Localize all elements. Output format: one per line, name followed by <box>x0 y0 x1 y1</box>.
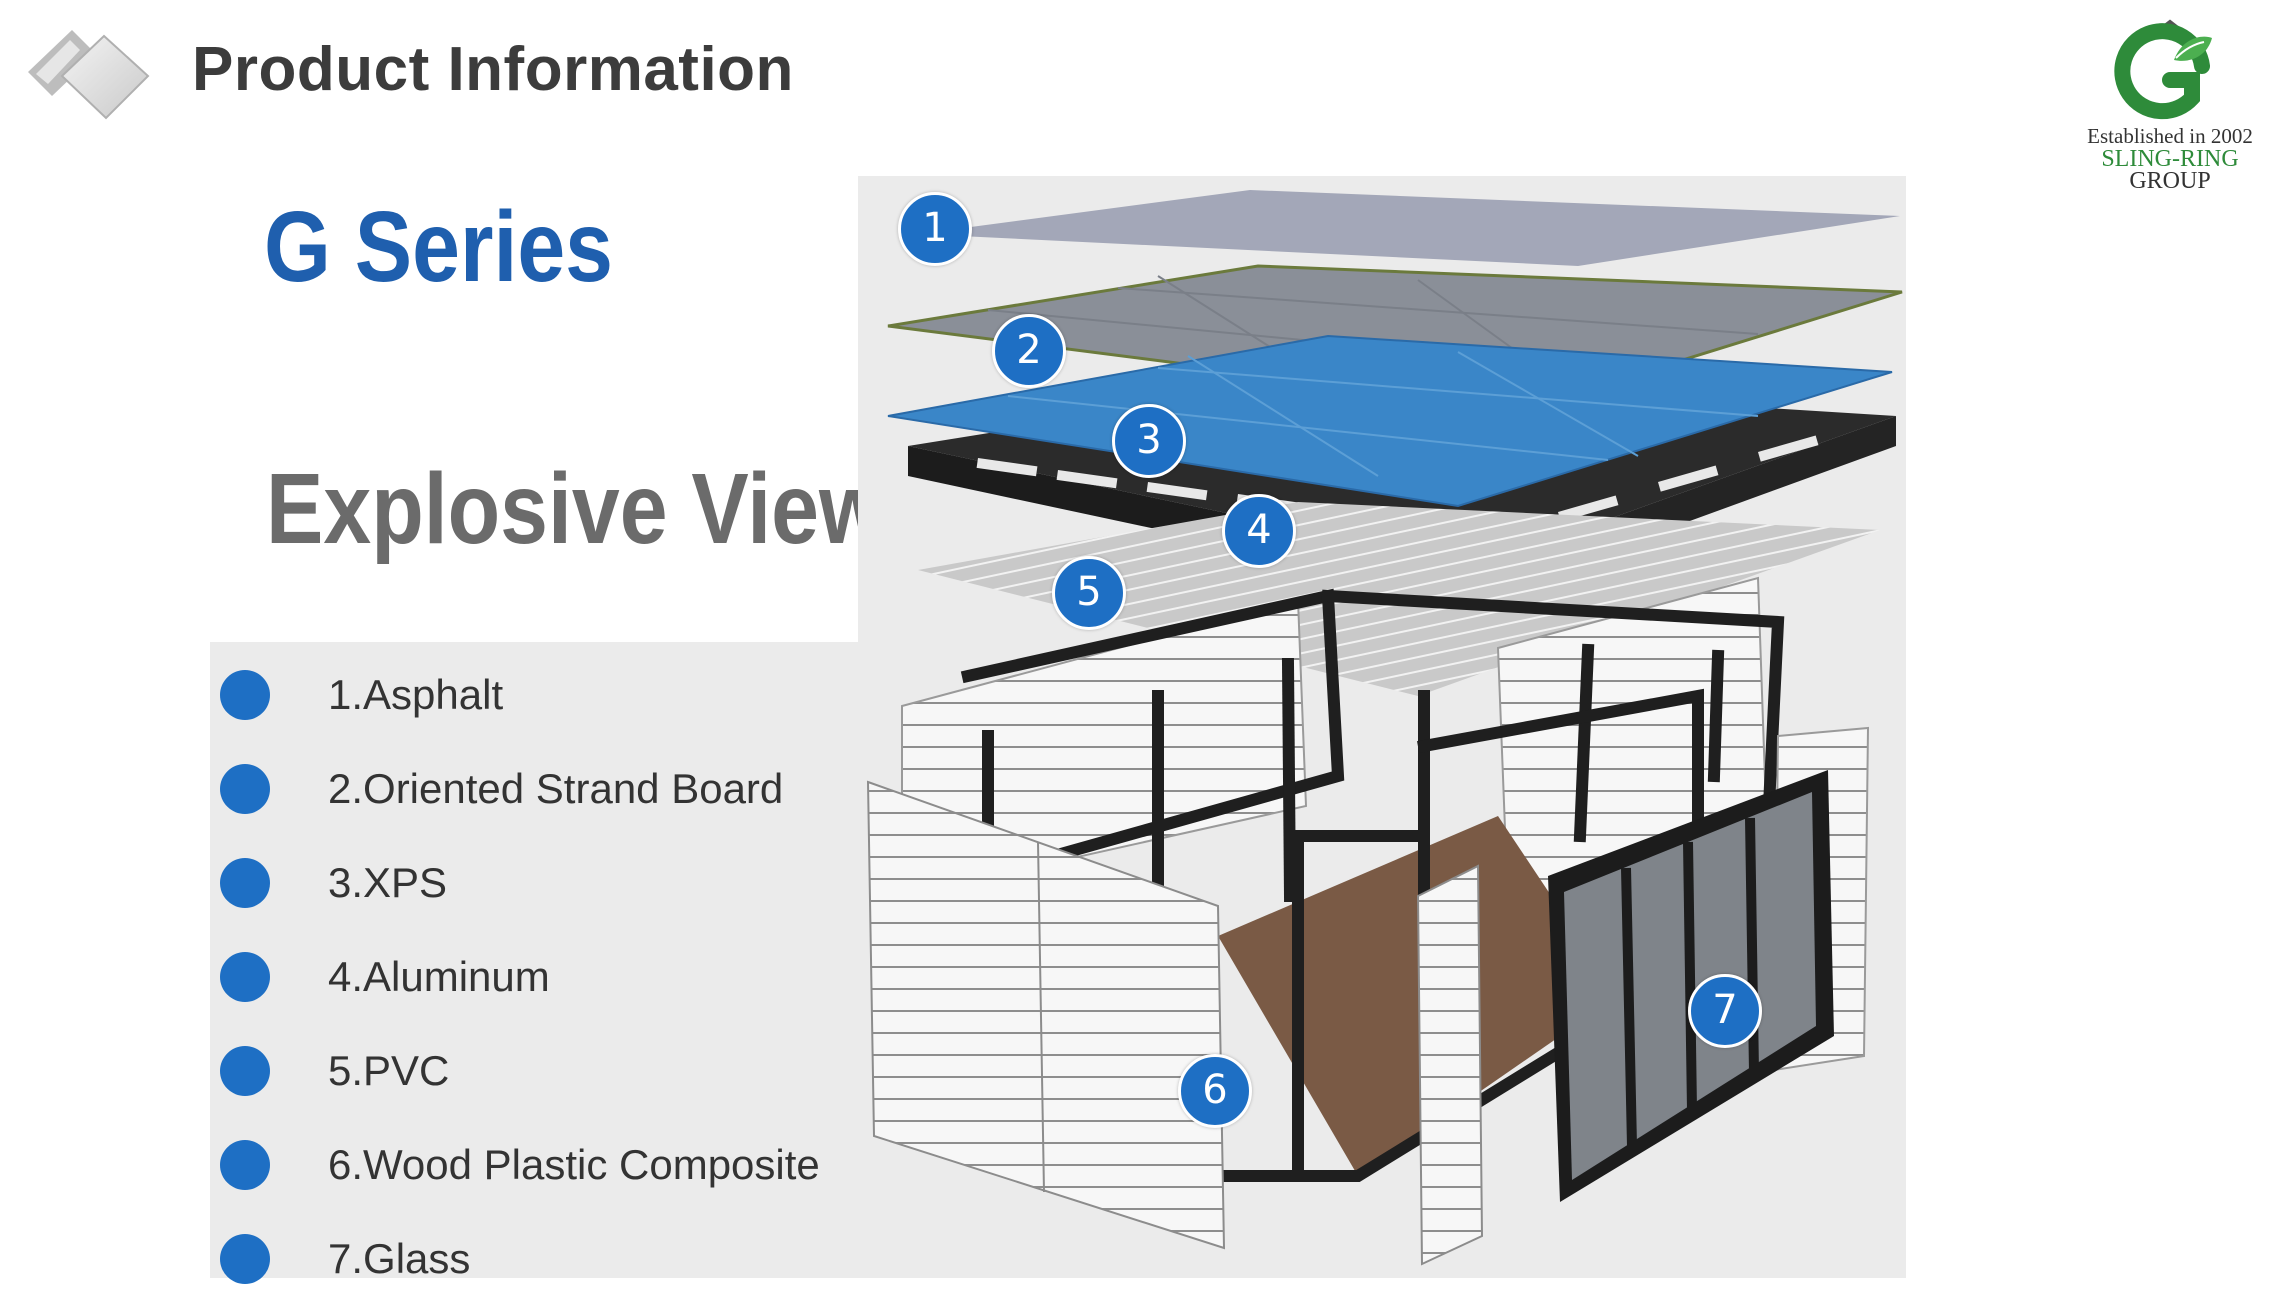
bullet-icon <box>220 1046 270 1096</box>
legend-label: 1.Asphalt <box>328 671 504 718</box>
bullet-icon <box>220 858 270 908</box>
bullet-icon <box>220 670 270 720</box>
exploded-view-diagram: 1 2 3 4 5 6 7 <box>858 176 1906 1278</box>
marker-2: 2 <box>992 314 1066 388</box>
brand-logo: Established in 2002 SLING-RING GROUP <box>2080 14 2260 204</box>
marker-7: 7 <box>1688 974 1762 1048</box>
asphalt-layer <box>918 190 1900 266</box>
legend-item: 2.Oriented Strand Board <box>210 750 860 830</box>
view-subtitle: Explosive View <box>266 453 886 565</box>
legend-item: 4.Aluminum <box>210 938 860 1018</box>
legend-label: 2.Oriented Strand Board <box>328 765 784 812</box>
brand-name: SLING-RING <box>2101 146 2239 172</box>
legend-label: 4.Aluminum <box>328 953 550 1000</box>
legend-label: 3.XPS <box>328 859 448 906</box>
bullet-icon <box>220 764 270 814</box>
brand-established: Established in 2002 <box>2087 124 2253 148</box>
house-leaf-logo-icon <box>2114 19 2212 120</box>
front-middle-wall <box>1416 864 1484 1266</box>
marker-5: 5 <box>1052 556 1126 630</box>
legend-label: 6.Wood Plastic Composite <box>328 1141 820 1188</box>
legend-panel: 1.Asphalt 2.Oriented Strand Board 3.XPS … <box>210 642 860 1284</box>
legend-item: 3.XPS <box>210 844 860 924</box>
series-title: G Series <box>264 191 613 303</box>
legend-item: 1.Asphalt <box>210 656 860 736</box>
legend-label: 5.PVC <box>328 1047 450 1094</box>
legend-item: 5.PVC <box>210 1032 860 1112</box>
bullet-icon <box>220 1140 270 1190</box>
marker-1: 1 <box>898 192 972 266</box>
xps-layer <box>887 334 1893 508</box>
legend-item: 6.Wood Plastic Composite <box>210 1126 860 1206</box>
legend-label: 7.Glass <box>328 1235 471 1282</box>
marker-3: 3 <box>1112 404 1186 478</box>
front-left-wall <box>866 780 1226 1250</box>
page-title: Product Information <box>192 35 794 104</box>
bullet-icon <box>220 1234 270 1284</box>
brand-group: GROUP <box>2129 168 2211 194</box>
bullet-icon <box>220 952 270 1002</box>
marker-6: 6 <box>1178 1054 1252 1128</box>
wpc-floor <box>1218 816 1618 1176</box>
diamond-logo-icon <box>22 24 152 124</box>
marker-4: 4 <box>1222 494 1296 568</box>
legend-item: 7.Glass <box>210 1220 860 1300</box>
